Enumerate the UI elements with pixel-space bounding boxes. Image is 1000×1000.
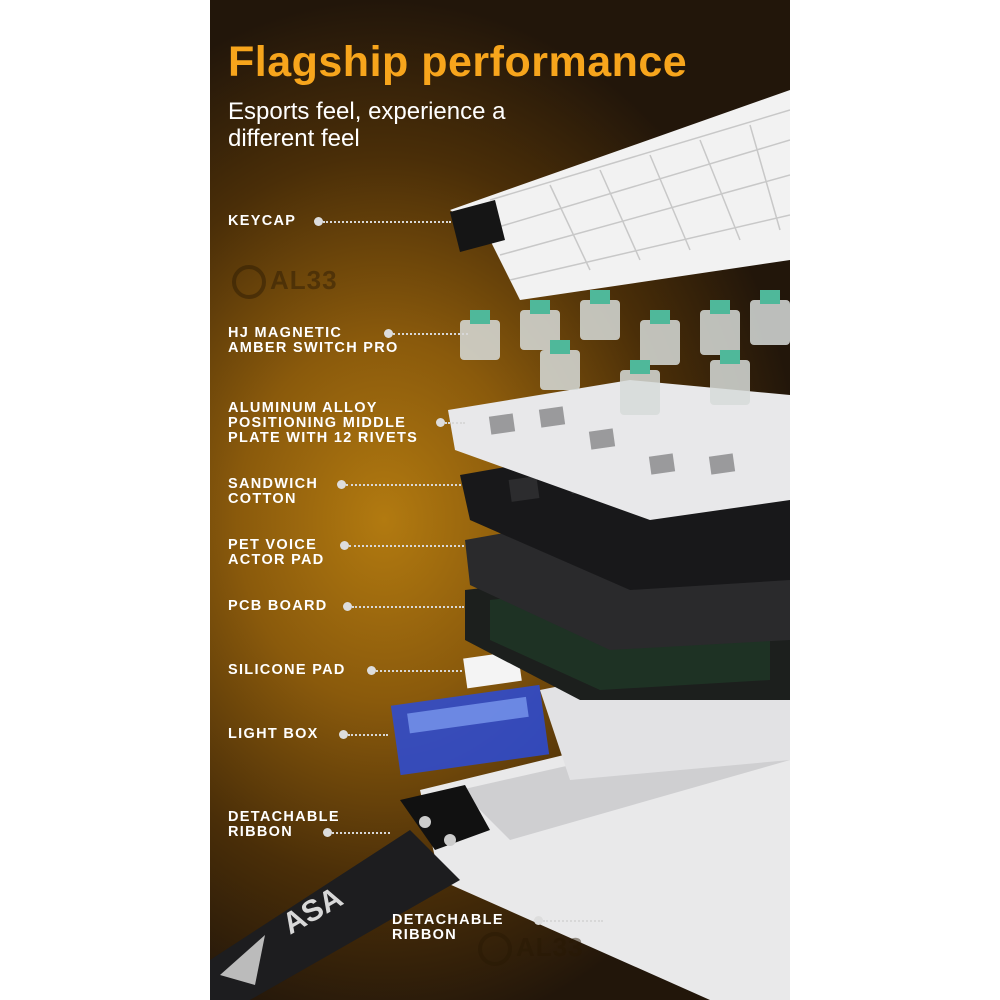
callout-dot xyxy=(436,418,445,427)
callout-dot xyxy=(323,828,332,837)
callout-dot xyxy=(367,666,376,675)
callout-line xyxy=(323,221,451,223)
callout-dot xyxy=(343,602,352,611)
callout-line xyxy=(349,545,464,547)
callout-line xyxy=(445,422,465,424)
callout-line xyxy=(332,832,390,834)
label-line: ACTOR PAD xyxy=(228,552,325,568)
label-line: PCB BOARD xyxy=(228,598,328,614)
label-line: KEYCAP xyxy=(228,213,297,229)
strap-logo-icon xyxy=(220,935,265,985)
light-box-highlight xyxy=(407,696,529,734)
watermark-text: AL33 xyxy=(516,932,584,962)
detachable-ribbon: ASA xyxy=(210,785,490,1000)
label-line: COTTON xyxy=(228,491,297,507)
product-infographic: ASA Flagship performance Esports feel, e… xyxy=(210,0,790,1000)
callout-dot xyxy=(314,217,323,226)
callout-line xyxy=(543,920,603,922)
label-line: SANDWICH xyxy=(228,476,319,492)
keycaps xyxy=(450,90,790,300)
label-line: DETACHABLE xyxy=(228,809,340,825)
label-line: HJ MAGNETIC xyxy=(228,325,343,341)
watermark-logo-icon xyxy=(478,932,512,967)
magnetic-switches xyxy=(460,290,790,415)
label-keycap: KEYCAP xyxy=(228,214,296,229)
label-line: SILICONE PAD xyxy=(228,662,346,678)
label-line: PET VOICE xyxy=(228,537,318,553)
callout-line xyxy=(393,333,468,335)
label-pcb: PCB BOARD xyxy=(228,599,328,614)
watermark-text: AL33 xyxy=(270,265,338,295)
plate-cutouts xyxy=(488,406,736,475)
callout-line xyxy=(348,734,388,736)
exploded-keyboard-illustration: ASA xyxy=(210,90,790,1000)
callout-line xyxy=(376,670,462,672)
label-line: LIGHT BOX xyxy=(228,726,319,742)
label-line: AMBER SWITCH PRO xyxy=(228,340,399,356)
label-line: PLATE WITH 12 RIVETS xyxy=(228,430,419,446)
label-light-box: LIGHT BOX xyxy=(228,727,319,742)
page-title: Flagship performance xyxy=(228,38,688,86)
rivet xyxy=(419,816,431,828)
page-subtitle: Esports feel, experience a different fee… xyxy=(228,98,506,152)
callout-line xyxy=(346,484,461,486)
callout-dot xyxy=(534,916,543,925)
watermark-logo-icon xyxy=(232,265,266,300)
callout-dot xyxy=(384,329,393,338)
label-line: RIBBON xyxy=(392,927,457,943)
callout-dot xyxy=(340,541,349,550)
label-silicone-pad: SILICONE PAD xyxy=(228,663,346,678)
callout-dot xyxy=(339,730,348,739)
label-line: POSITIONING MIDDLE xyxy=(228,415,407,431)
aluminum-plate xyxy=(448,380,790,520)
esc-keycap xyxy=(450,200,505,252)
watermark: AL33 xyxy=(478,932,584,967)
watermark: AL33 xyxy=(232,265,338,300)
label-line: ALUMINUM ALLOY xyxy=(228,400,378,416)
label-line: RIBBON xyxy=(228,824,293,840)
rivet xyxy=(444,834,456,846)
label-line: DETACHABLE xyxy=(392,912,504,928)
callout-dot xyxy=(337,480,346,489)
callout-line xyxy=(352,606,464,608)
